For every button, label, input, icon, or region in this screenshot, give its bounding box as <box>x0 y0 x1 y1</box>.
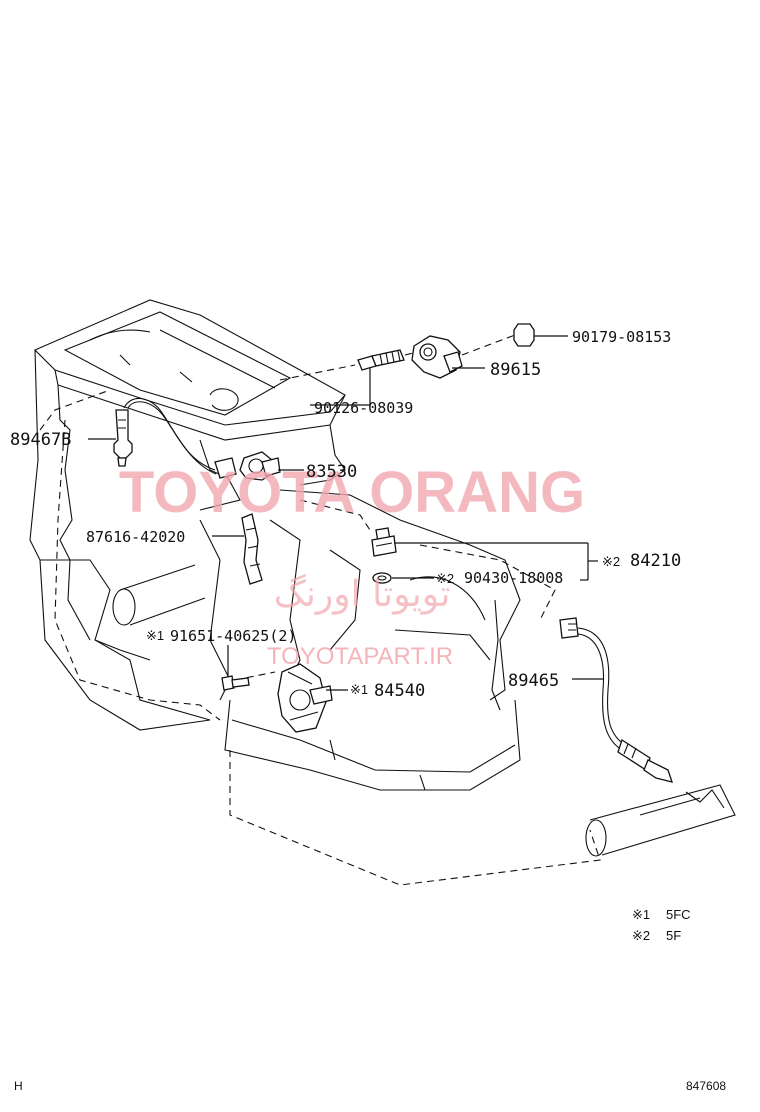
stud-bolt-part <box>310 349 405 406</box>
label-83530[interactable]: 83530 <box>306 462 357 482</box>
corner-code-left: H <box>14 1079 23 1093</box>
neutral-switch-part <box>277 663 348 733</box>
note-2-mark: ※2 <box>632 928 650 943</box>
label-84210[interactable]: 84210 <box>630 551 681 571</box>
watermark-site: TOYOTAPART.IR <box>267 643 453 670</box>
mark-84210: ※2 <box>602 554 620 569</box>
pressure-sensor-part <box>371 527 598 580</box>
knock-sensor-part <box>411 335 485 379</box>
label-84540[interactable]: 84540 <box>374 681 425 701</box>
footnotes: ※1 5FC ※2 5F <box>632 907 691 943</box>
label-90430-18008[interactable]: 90430-18008 <box>464 569 563 587</box>
label-91651-40625[interactable]: 91651-40625(2) <box>170 627 296 645</box>
label-90126-08039[interactable]: 90126-08039 <box>314 399 413 417</box>
label-89467b[interactable]: 89467B <box>10 430 71 450</box>
dashed-outline <box>39 334 601 886</box>
mark-91651-40625: ※1 <box>146 628 164 643</box>
oxygen-sensor-part <box>559 617 673 783</box>
oil-pressure-switch-part <box>239 451 304 481</box>
engine-drawing <box>29 299 521 791</box>
watermark-main: TOYOTA ORANG <box>119 460 585 525</box>
diagram-number: 847608 <box>686 1079 726 1093</box>
label-90179-08153[interactable]: 90179-08153 <box>572 328 671 346</box>
label-89465[interactable]: 89465 <box>508 671 559 691</box>
bolt-part <box>221 645 250 691</box>
air-fuel-sensor-part <box>88 397 237 479</box>
note-2-text: 5F <box>666 928 681 943</box>
label-87616-42020[interactable]: 87616-42020 <box>86 528 185 546</box>
wire-clamp-part <box>212 513 263 585</box>
nut-part <box>513 323 568 347</box>
note-1-mark: ※1 <box>632 907 650 922</box>
mark-84540: ※1 <box>350 682 368 697</box>
exhaust-pipe-drawing <box>585 784 736 857</box>
label-89615[interactable]: 89615 <box>490 360 541 380</box>
gasket-part <box>372 572 588 584</box>
watermark-persian: تویوتا اورنگ <box>274 573 451 615</box>
note-1-text: 5FC <box>666 907 691 922</box>
mark-90430-18008: ※2 <box>436 571 454 586</box>
